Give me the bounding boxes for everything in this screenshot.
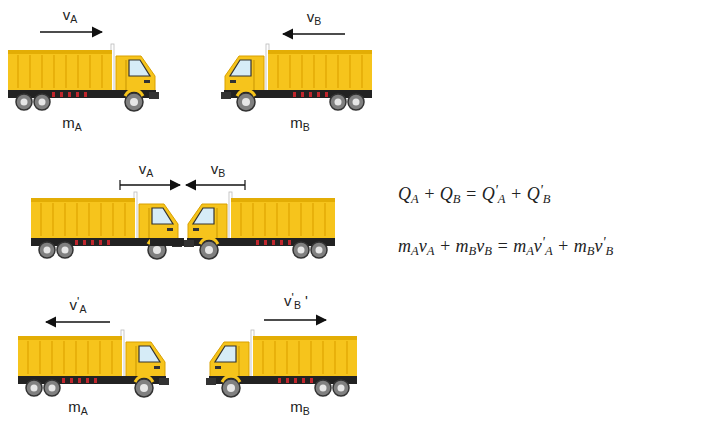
velocity-label: v'B '	[284, 292, 308, 310]
velocity-label: vB	[211, 160, 226, 178]
velocity-label: vB	[307, 8, 322, 26]
mass-label: mB	[290, 114, 310, 132]
velocity-label: v'A	[70, 296, 87, 314]
mass-label: mA	[68, 398, 88, 416]
mass-label: mB	[290, 398, 310, 416]
momentum-equation: mAvA + mBvB = mAv'A + mBv'B	[398, 236, 613, 258]
velocity-label: vA	[139, 160, 154, 178]
momentum-equation: QA + QB = Q'A + Q'B	[398, 184, 550, 206]
velocity-label: vA	[63, 6, 78, 24]
mass-label: mA	[62, 114, 82, 132]
